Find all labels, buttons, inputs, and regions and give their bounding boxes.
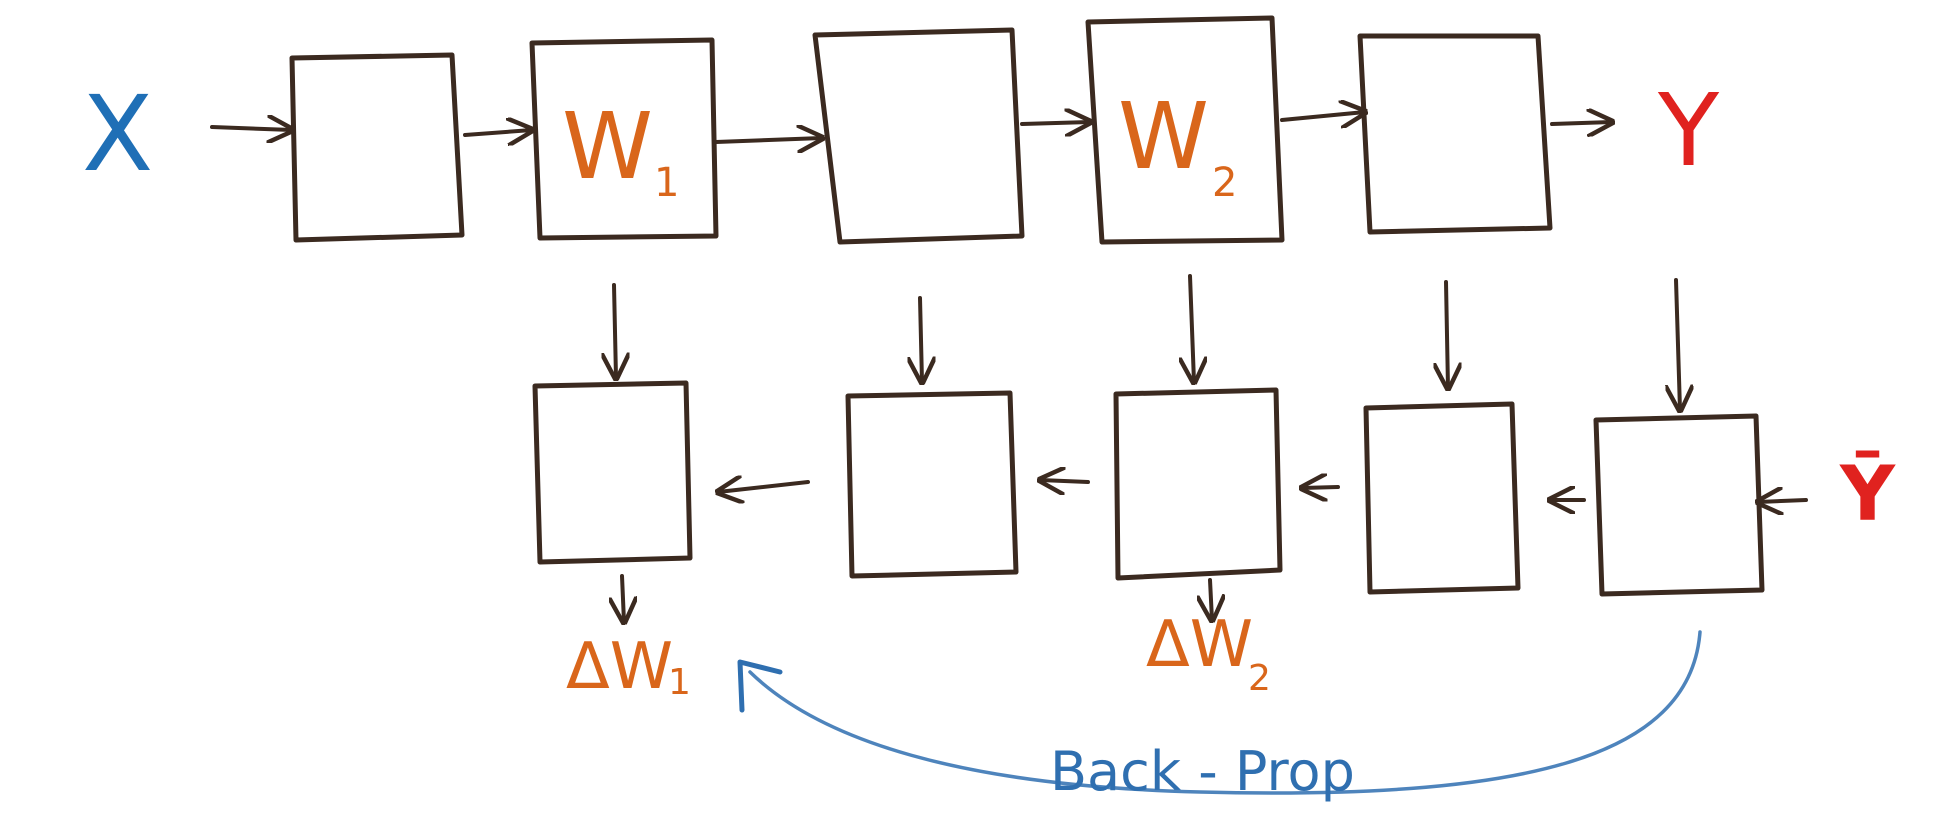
backward-layer-5-box (1593, 413, 1765, 597)
delta-w2-subscript: 2 (1248, 658, 1271, 699)
w1-subscript: 1 (654, 160, 679, 206)
arrow-down-col-5 (1676, 278, 1680, 410)
output-label: Y (1657, 72, 1720, 189)
target-label: Ȳ (1839, 449, 1896, 538)
arrow-layer-3-to-w2 (1020, 122, 1090, 124)
arrow-down-to-dw2 (1210, 578, 1212, 620)
backward-layer-1-box (532, 380, 693, 565)
w2-subscript: 2 (1212, 160, 1237, 206)
input-label: X (82, 73, 153, 195)
w2-label: W (1118, 83, 1209, 190)
backprop-arrowhead (737, 659, 783, 713)
arrow-backward-2-to-1 (718, 482, 810, 492)
backprop-curve (748, 630, 1702, 795)
backward-layer-4-box (1363, 401, 1521, 595)
arrow-down-col-2 (920, 296, 922, 382)
forward-layer-w1-box (529, 37, 719, 241)
forward-layer-3-box (812, 27, 1025, 245)
backward-layer-2-box (845, 390, 1019, 579)
arrow-down-col-4 (1446, 280, 1448, 388)
arrow-down-col-1 (614, 283, 616, 378)
backward-layer-3-box (1113, 387, 1283, 581)
arrow-down-to-dw1 (622, 574, 624, 622)
arrow-target-to-backward-5 (1758, 500, 1808, 502)
arrow-down-col-3 (1190, 274, 1194, 382)
arrow-layer-5-to-y (1550, 122, 1612, 124)
forward-layer-w2-box (1085, 15, 1285, 245)
arrow-w2-to-layer-5 (1280, 112, 1365, 120)
w1-label: W (562, 93, 653, 200)
arrow-w1-to-layer-3 (714, 138, 822, 142)
delta-w1-subscript: 1 (668, 662, 691, 703)
delta-w2-label: ΔW (1146, 608, 1253, 682)
arrow-backward-4-to-3 (1302, 487, 1340, 488)
arrow-x-to-layer-1 (210, 127, 292, 130)
arrow-layer-1-to-w1 (463, 130, 532, 135)
backprop-label: Back - Prop (1050, 740, 1355, 803)
forward-layer-5-box (1357, 33, 1553, 235)
forward-layer-1-box (289, 52, 465, 243)
arrow-backward-3-to-2 (1040, 480, 1090, 482)
delta-w1-label: ΔW (566, 630, 673, 704)
